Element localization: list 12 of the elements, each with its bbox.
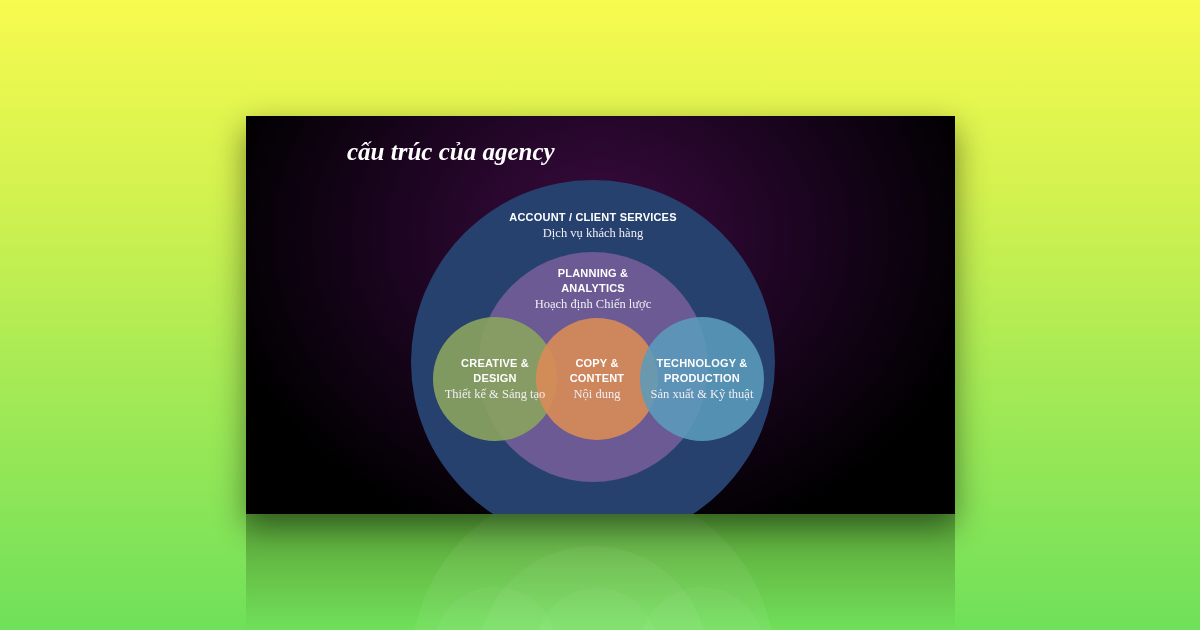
slide-title: cấu trúc của agency xyxy=(347,137,555,167)
circle-subtitle: Dịch vụ khách hàng xyxy=(542,225,644,241)
venn-circle xyxy=(640,317,764,441)
circle-heading: COPY & CONTENT xyxy=(568,356,626,386)
circle-heading: CREATIVE & DESIGN xyxy=(460,356,530,386)
circle-heading: TECHNOLOGY & PRODUCTION xyxy=(655,356,749,386)
circle-heading: PLANNING & ANALYTICS xyxy=(556,266,630,296)
circle-subtitle: Thiết kế & Sáng tạo xyxy=(444,386,546,402)
circle-subtitle: Hoạch định Chiến lược xyxy=(534,296,652,312)
circle-subtitle: Sản xuất & Kỹ thuật xyxy=(650,386,754,402)
circle-heading: ACCOUNT / CLIENT SERVICES xyxy=(508,210,678,225)
circle-subtitle: Nội dung xyxy=(573,386,621,402)
